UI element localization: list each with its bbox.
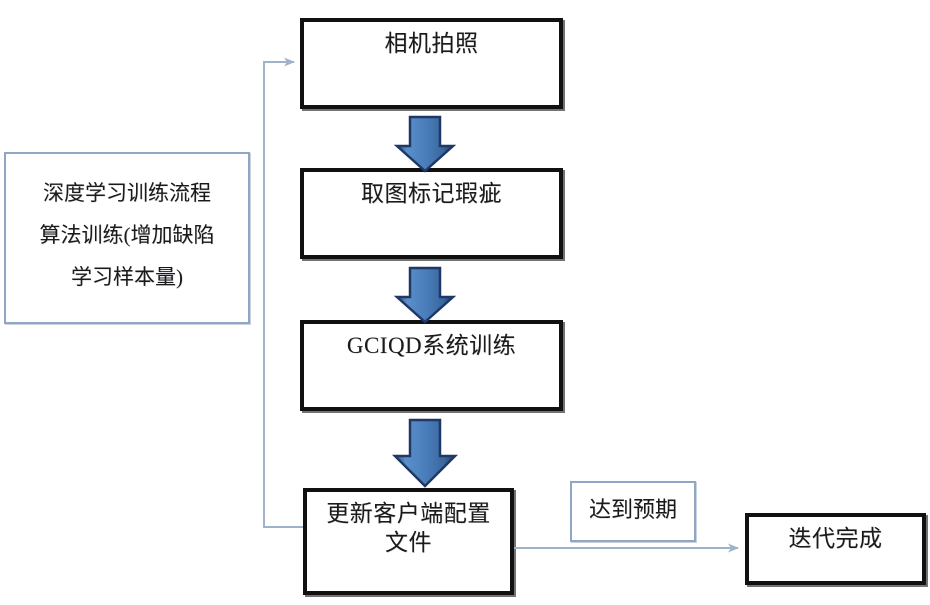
note-box-expectation: 达到预期 (570, 481, 696, 542)
note-expectation-label: 达到预期 (588, 497, 677, 522)
process-label-camera-capture: 相机拍照 (384, 31, 479, 56)
block-arrow-step3-step4 (391, 418, 459, 488)
process-box-update-client-config[interactable]: 更新客户端配置 文件 (303, 488, 514, 595)
connector-feedback-loop (263, 57, 303, 528)
process-label-gciqd-training: GCIQD系统训练 (346, 333, 517, 358)
process-box-iteration-complete[interactable]: 迭代完成 (745, 513, 926, 585)
block-arrow-step2-step3 (393, 266, 457, 324)
process-box-gciqd-training[interactable]: GCIQD系统训练 (300, 320, 563, 411)
note-box-training-flow: 深度学习训练流程 算法训练(增加缺陷 学习样本量) (4, 152, 250, 324)
process-label-iteration-complete: 迭代完成 (788, 526, 883, 551)
process-label-mark-defects: 取图标记瑕疵 (361, 181, 502, 206)
note-training-flow-label: 深度学习训练流程 算法训练(增加缺陷 学习样本量) (39, 181, 215, 289)
process-label-update-client-config: 更新客户端配置 文件 (326, 501, 491, 555)
process-box-camera-capture[interactable]: 相机拍照 (300, 18, 563, 109)
block-arrow-step1-step2 (393, 115, 457, 173)
process-box-mark-defects[interactable]: 取图标记瑕疵 (300, 168, 563, 259)
